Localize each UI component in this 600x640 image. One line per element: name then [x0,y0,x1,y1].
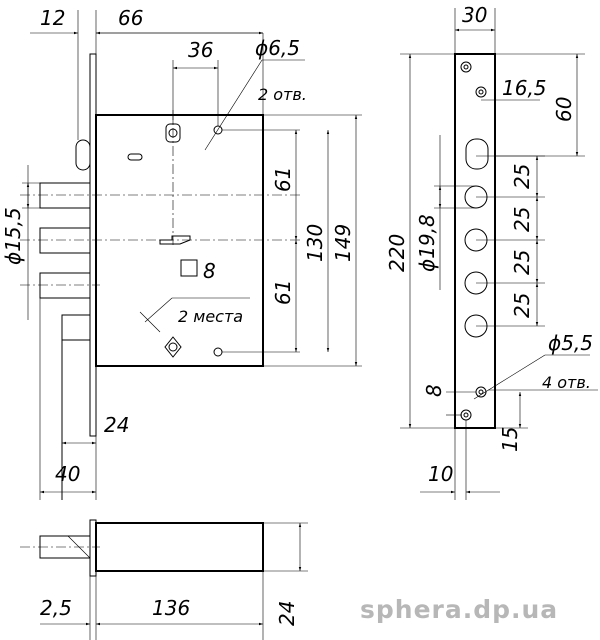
side-view: 2,5 136 24 [20,519,308,640]
dim-66: 66 [118,6,143,30]
dim-149: 149 [331,224,355,262]
dim-61-bottom: 61 [271,280,295,305]
faceplate-outline [454,53,496,429]
note-2-places: 2 места [178,307,243,326]
dim-24-side: 24 [275,601,299,626]
note-4-holes: 4 отв. [542,373,591,392]
mounting-hole-bottom [213,347,223,357]
dim-15: 15 [498,427,522,452]
dim-screw-diameter: ϕ5,5 [548,331,593,355]
dim-10: 10 [428,462,453,486]
front-view: 12 66 36 ϕ6,5 2 отв. 61 61 130 149 ϕ15,5… [1,6,362,500]
dim-12: 12 [40,6,65,30]
dim-pitch-2: 25 [510,207,534,232]
dim-60: 60 [552,97,576,122]
dim-130: 130 [303,224,327,262]
dim-24-latch: 24 [104,413,129,437]
lock-body [95,114,264,367]
dim-2-5: 2,5 [40,596,72,620]
dim-hole-diameter: ϕ6,5 [255,36,300,60]
dim-36: 36 [188,38,213,62]
dim-pitch-1: 25 [510,164,534,189]
cylinder-hole-bottom [164,336,182,358]
latch-bolt [61,314,91,341]
dim-pitch-4: 25 [510,293,534,318]
faceplate-latch-slot [465,138,489,170]
side-body [95,522,264,572]
dim-spindle-8: 8 [203,259,216,283]
plate-slot [75,139,91,171]
dim-16-5: 16,5 [502,76,547,100]
dim-30: 30 [462,3,487,27]
dim-136: 136 [152,596,190,620]
dim-bolt-diameter: ϕ15,5 [1,207,25,265]
watermark: sphera.dp.ua [360,595,558,624]
note-2-holes: 2 отв. [258,85,307,104]
dim-pitch-3: 25 [510,250,534,275]
dim-220: 220 [385,234,409,272]
spindle-square [180,259,198,277]
dim-bolt-hole-diameter: ϕ19,8 [415,214,439,272]
faceplate-view: 30 16,5 60 220 ϕ19,8 25 25 25 25 [385,3,598,500]
dim-61-top: 61 [271,167,295,192]
dim-40: 40 [55,462,80,486]
dim-8-bottom: 8 [422,384,446,397]
